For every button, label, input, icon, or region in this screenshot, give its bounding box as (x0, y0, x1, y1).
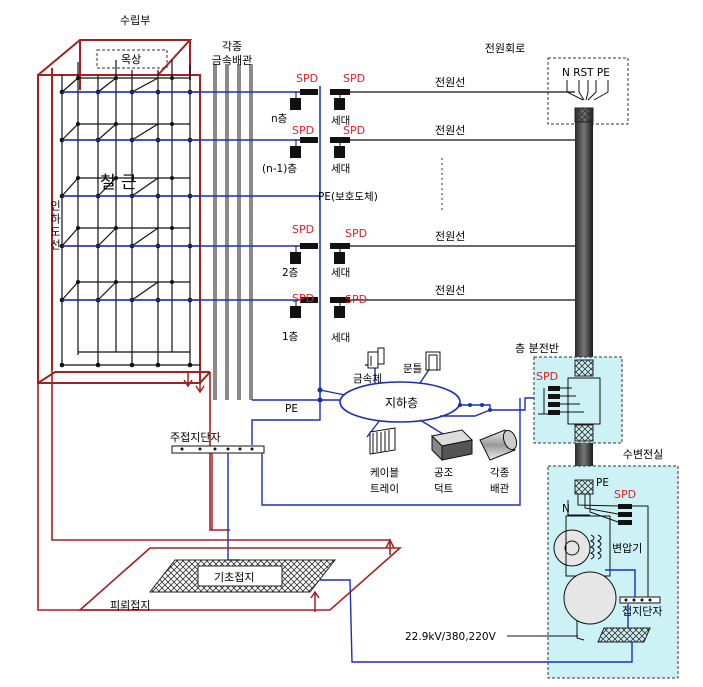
main-ground-terminal-bar (171, 445, 265, 454)
power-line-label-2: 전원선 (435, 124, 465, 137)
power-line-label-4: 전원선 (435, 284, 465, 297)
pipes-label-2: 배관 (490, 483, 510, 495)
spd-label-n1-1: SPD (292, 124, 314, 137)
generator-icon (563, 571, 617, 625)
lightning-ground-frame (77, 547, 403, 611)
nrst-label: N RST PE (562, 67, 610, 79)
main-ground-terminal-label: 주접지단자 (170, 431, 221, 444)
metal-pipes (213, 64, 253, 400)
duct-label-1: 공조 (434, 467, 454, 479)
spd-floor-2 (290, 243, 350, 264)
substation-ground-plate (597, 627, 651, 643)
down-conductor-label: 인하도선 (49, 200, 62, 252)
ground-terminal-label: 접지단자 (622, 605, 662, 618)
panel-spd-label: SPD (536, 370, 558, 383)
metal-pipes-title-2: 금속배관 (212, 54, 252, 67)
spd-label-n-2: SPD (343, 72, 365, 85)
basement-label: 지하층 (385, 396, 418, 410)
floor-n-label: n층 (271, 113, 288, 125)
cable-tray-label-2: 트레이 (370, 483, 399, 495)
door-frame-icon (425, 351, 441, 371)
rebar-label: 철 근 (100, 173, 137, 193)
pipes-label-1: 각종 (490, 467, 510, 479)
spd-label-2-1: SPD (292, 223, 314, 236)
spd-label-2-2: SPD (345, 227, 367, 240)
cable-tray-label-1: 케이블 (370, 467, 399, 479)
lightning-ground-label: 피뢰접지 (110, 599, 150, 612)
basement-ellipse (339, 381, 461, 423)
pipes-icon (479, 429, 518, 461)
substation-label: 수변전실 (623, 448, 663, 461)
spd-label-n1-2: SPD (343, 124, 365, 137)
floor-2-label: 2층 (282, 267, 299, 279)
metal-body-label: 금속체 (353, 373, 382, 385)
spd-floor-1 (290, 297, 350, 318)
substation-pe-label: PE (596, 477, 609, 489)
household-label-n1: 세대 (331, 163, 350, 175)
pe-conductor-label: PE(보호도체) (318, 191, 378, 203)
floor-blue-lines (62, 86, 345, 401)
substation-spd-label: SPD (614, 488, 636, 501)
floor-panel-label: 층 분전반 (515, 342, 559, 355)
door-frame-label: 문틀 (403, 363, 423, 375)
spd-label-n-1: SPD (296, 72, 318, 85)
duct-label-2: 덕트 (434, 483, 454, 495)
pe-label: PE (285, 403, 298, 415)
household-label-2: 세대 (331, 267, 350, 279)
n-label: N (562, 503, 570, 515)
cable-tray-icon (369, 427, 396, 455)
transformer-label: 변압기 (612, 542, 642, 555)
rooftop-label: 옥상 (121, 53, 141, 66)
foundation-ground-label: 기초접지 (214, 571, 254, 584)
household-label-n: 세대 (331, 115, 350, 127)
duct-icon (430, 429, 474, 462)
power-circuit-title: 전원회로 (485, 42, 525, 55)
spd-label-1-2: SPD (345, 293, 367, 306)
voltage-label: 22.9kV/380,220V (405, 631, 497, 643)
household-label-1: 세대 (331, 332, 350, 344)
floor-n1-label: (n-1)층 (262, 163, 297, 175)
metal-pipes-title-1: 각종 (222, 40, 242, 53)
power-line-label-1: 전원선 (435, 76, 465, 89)
spd-label-1-1: SPD (292, 292, 314, 305)
spd-floor-n1 (290, 137, 350, 158)
power-lines (350, 91, 575, 301)
metal-body-icon (367, 347, 385, 369)
rebar-grid (61, 60, 200, 366)
building-cage (37, 39, 211, 394)
floor-1-label: 1층 (282, 331, 299, 343)
roof-label: 수립부 (120, 14, 150, 27)
power-line-label-3: 전원선 (435, 230, 465, 243)
substation-ground-terminal (619, 596, 661, 604)
spd-floor-n (290, 89, 350, 110)
substation-box (547, 465, 679, 679)
transformer-icon (553, 515, 611, 577)
